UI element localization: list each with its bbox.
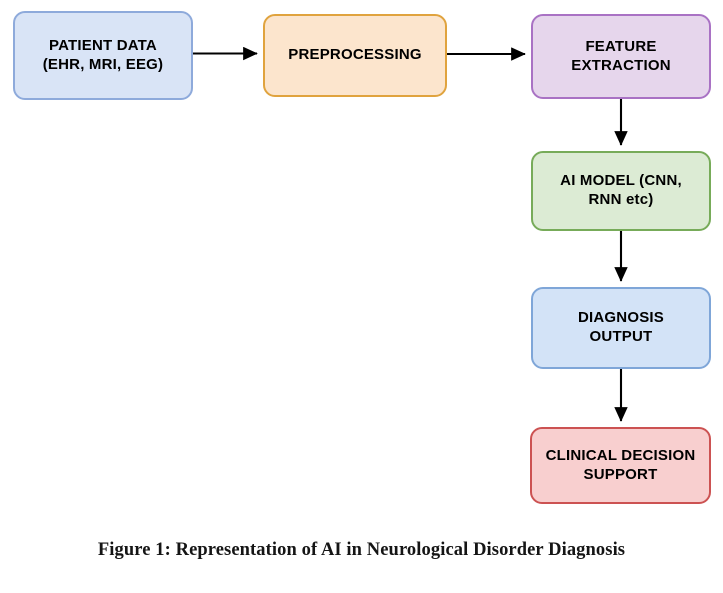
figure-caption: Figure 1: Representation of AI in Neurol… xyxy=(97,540,626,560)
node-ai-model-label: AI MODEL (CNN, RNN etc) xyxy=(560,172,682,208)
node-feature-extraction-label: FEATURE EXTRACTION xyxy=(571,37,671,74)
node-patient-data[interactable]: PATIENT DATA (EHR, MRI, EEG) xyxy=(13,11,193,100)
node-preprocessing[interactable]: PREPROCESSING xyxy=(263,14,447,97)
node-diagnosis-output[interactable]: DIAGNOSIS OUTPUT xyxy=(531,287,711,369)
node-preprocessing-label: PREPROCESSING xyxy=(288,46,422,64)
node-patient-data-label: PATIENT DATA (EHR, MRI, EEG) xyxy=(42,36,164,73)
node-clinical-decision[interactable]: CLINICAL DECISION SUPPORT xyxy=(530,427,711,504)
node-feature-extraction[interactable]: FEATURE EXTRACTION xyxy=(531,14,711,99)
node-ai-model[interactable]: AI MODEL (CNN, RNN etc) xyxy=(531,151,711,231)
node-diagnosis-output-label: DIAGNOSIS OUTPUT xyxy=(578,309,664,345)
node-clinical-decision-label: CLINICAL DECISION SUPPORT xyxy=(545,446,696,483)
